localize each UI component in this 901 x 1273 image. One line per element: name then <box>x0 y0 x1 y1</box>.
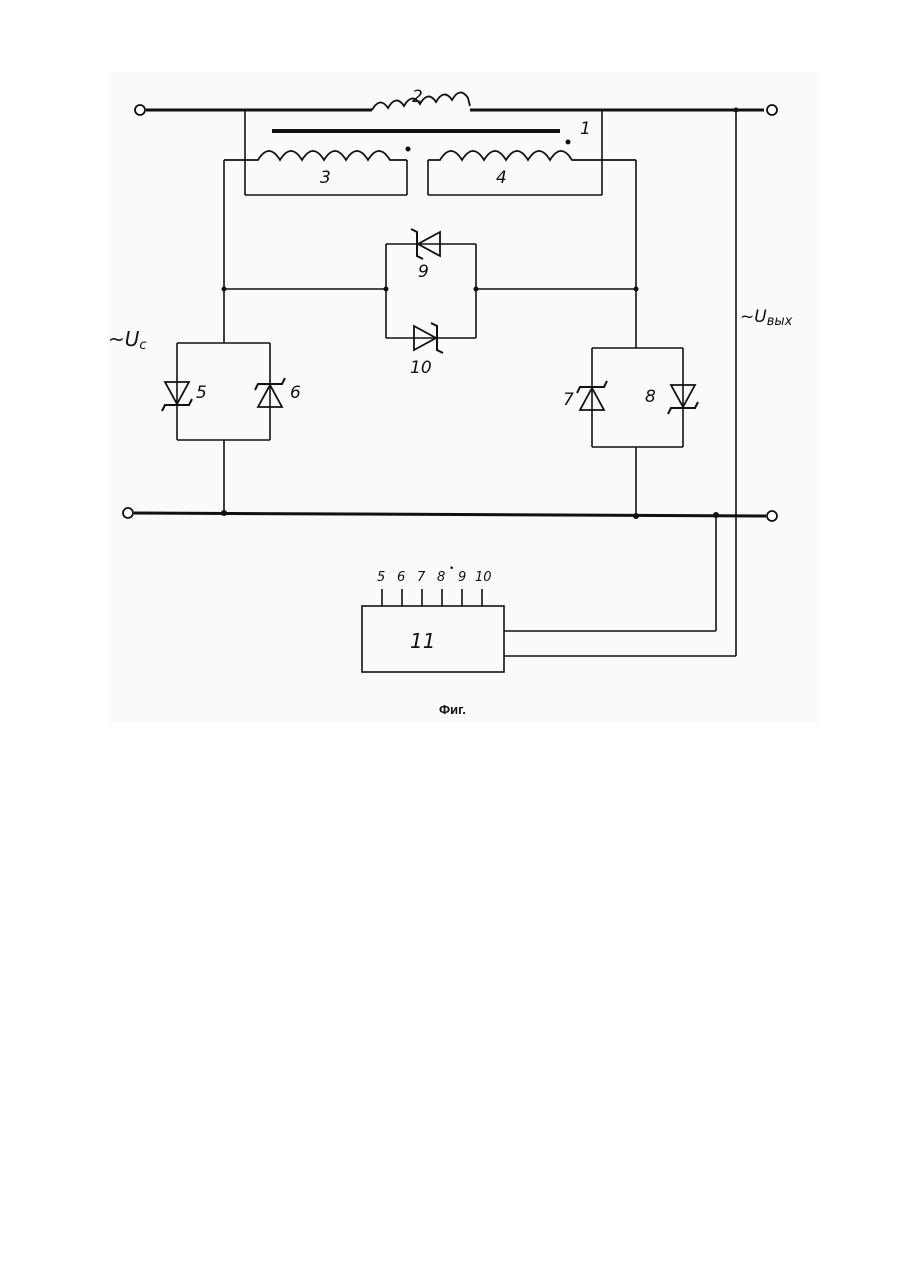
winding-4 <box>428 151 636 160</box>
label-diode-10: 10 <box>410 358 432 378</box>
pin-label-6: 6 <box>397 570 405 585</box>
sense-lines <box>504 108 739 657</box>
polarity-dot-3 <box>406 147 411 152</box>
pin-label-10: 10 <box>475 570 492 585</box>
left-branch <box>177 160 270 516</box>
middle-branch <box>224 244 636 338</box>
label-input-voltage: ~Uc <box>108 327 147 353</box>
label-control-block-11: 11 <box>410 629 435 653</box>
pin-label-9: 9 <box>458 570 466 585</box>
label-diode-8: 8 <box>645 387 656 407</box>
pin-label-5: 5 <box>377 570 385 585</box>
label-diode-5: 5 <box>196 383 207 403</box>
output-terminal-bottom <box>767 511 777 521</box>
label-winding-4: 4 <box>496 168 507 188</box>
label-winding-3: 3 <box>320 168 331 188</box>
input-terminal-top <box>135 105 145 115</box>
label-diode-6: 6 <box>290 383 301 403</box>
transformer <box>224 110 636 195</box>
label-output-voltage: ~Uвых <box>740 307 793 329</box>
winding-3 <box>224 151 407 160</box>
top-bus <box>146 92 764 110</box>
label-diode-9: 9 <box>418 262 429 282</box>
bottom-bus <box>134 513 766 516</box>
pin-label-8: 8 <box>437 570 445 585</box>
output-terminal-top <box>767 105 777 115</box>
polarity-dot-4 <box>566 140 571 145</box>
right-branch <box>592 160 683 519</box>
label-transformer-1: 1 <box>580 119 591 139</box>
label-diode-7: 7 <box>563 390 574 410</box>
pin-mark: • <box>449 564 454 574</box>
pin-label-7: 7 <box>417 570 426 585</box>
input-terminal-bottom <box>123 508 133 518</box>
figure-caption: Фиг. <box>439 702 466 717</box>
label-winding-2: 2 <box>412 87 423 107</box>
